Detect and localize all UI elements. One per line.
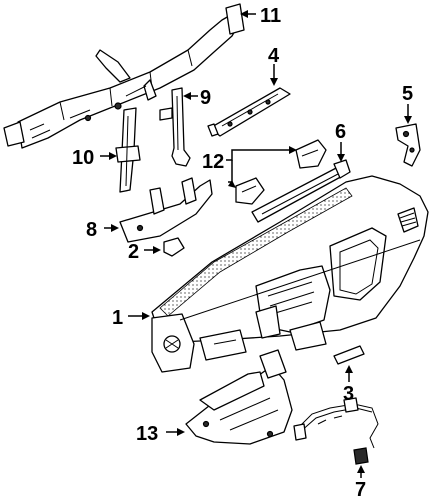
callout-1: 1 [112,307,123,329]
part-5-side-bracket [395,123,421,167]
callout-12: 12 [202,151,224,173]
part-11-cross-car-beam [3,3,245,149]
callout-5: 5 [402,83,413,105]
part-10-vertical-brace [115,107,141,193]
part-9-vertical-support [159,87,191,167]
part-8-lower-bracket [119,177,213,243]
leader-lines [100,10,412,478]
callout-4: 4 [268,45,280,67]
callout-3: 3 [343,383,354,405]
part-13-lower-cover [185,349,293,445]
callout-10: 10 [72,147,94,169]
callout-9: 9 [200,87,211,109]
callout-11: 11 [260,5,281,27]
callout-13: 13 [136,423,158,445]
part-7-wire-harness [293,397,379,465]
callout-labels: 11 4 5 9 10 6 12 8 2 1 3 13 7 [72,5,413,500]
part-6-defroster-strip [251,159,351,223]
callout-8: 8 [86,219,97,241]
part-2-clip [163,237,185,257]
part-4-bracket-strip [207,87,291,137]
part-3-trim-strip [333,345,365,365]
callout-6: 6 [335,121,346,143]
part-1-instrument-panel [151,175,429,373]
callout-2: 2 [128,241,139,263]
callout-7: 7 [355,479,366,500]
part-12-clips [235,139,327,205]
